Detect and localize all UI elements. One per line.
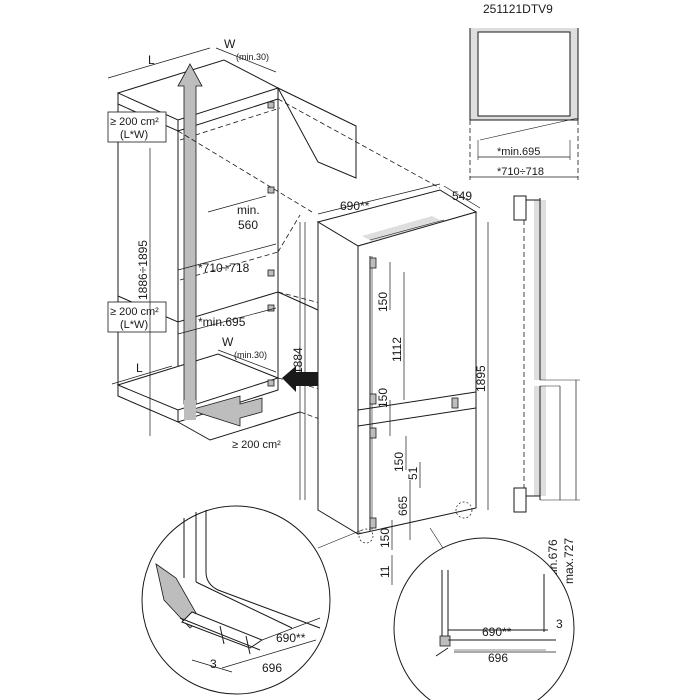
detail-left-circle: [141, 505, 363, 695]
detail-right-circle: [393, 527, 575, 700]
dim-665: 665: [396, 496, 410, 516]
niche-cabinet-drawing: [116, 59, 357, 441]
mid-vent-formula: (L*W): [120, 319, 148, 331]
niche-length-label: L: [148, 53, 155, 67]
niche-width-min-695-label: *min.695: [198, 315, 246, 329]
detail-left-696-label: 696: [262, 661, 282, 675]
fridge-drawing: [316, 189, 478, 544]
dim-51: 51: [406, 466, 420, 480]
fridge-total-height-label: 1895: [474, 365, 488, 392]
dim-150-bottom: 150: [378, 528, 392, 548]
niche-width-range-label: *710÷718: [198, 261, 250, 275]
fridge-depth-label: 549: [452, 189, 472, 203]
dim-150-mid: 150: [376, 388, 390, 408]
detail-right-696-label: 696: [488, 651, 508, 665]
detail-left-3-label: 3: [210, 657, 217, 671]
top-view-710-718-label: *710÷718: [497, 166, 544, 178]
niche-depth-min-label: min.: [237, 203, 260, 217]
lower-length-label: L: [136, 361, 143, 375]
mid-vent-callout: ≥ 200 cm² (L*W): [107, 301, 167, 333]
mid-vent-area: ≥ 200 cm²: [110, 306, 159, 318]
door-max-727-label: max.727: [562, 538, 576, 584]
dim-11: 11: [378, 565, 392, 578]
fridge-width-label: 690**: [340, 199, 370, 213]
top-view-min-695-label: *min.695: [497, 146, 540, 158]
insert-arrow-icon: [282, 366, 322, 392]
bottom-vent-area: ≥ 200 cm²: [232, 439, 281, 451]
niche-depth-min-value: 560: [238, 218, 258, 232]
niche-height-label: 1886÷1895: [136, 240, 150, 300]
dim-150-low: 150: [392, 452, 406, 472]
detail-right-690-label: 690**: [482, 625, 512, 639]
detail-right-3-label: 3: [556, 617, 563, 631]
door-side-view: [513, 195, 580, 513]
lower-width-label: W: [222, 335, 234, 349]
lower-width-min-label: (min.30): [234, 350, 267, 360]
dim-1112: 1112: [390, 337, 404, 362]
fridge-body-height-label: 1884: [291, 347, 305, 374]
niche-width-min-label: (min.30): [236, 52, 269, 62]
top-vent-callout: ≥ 200 cm² (L*W): [107, 111, 167, 143]
dim-150-top: 150: [376, 292, 390, 312]
top-vent-formula: (L*W): [120, 129, 148, 141]
niche-width-label: W: [224, 37, 236, 51]
top-vent-area: ≥ 200 cm²: [110, 116, 159, 128]
top-view-drawing: [469, 28, 579, 180]
diagram-code: 251121DTV9: [483, 2, 553, 16]
detail-left-690-label: 690**: [276, 631, 306, 645]
